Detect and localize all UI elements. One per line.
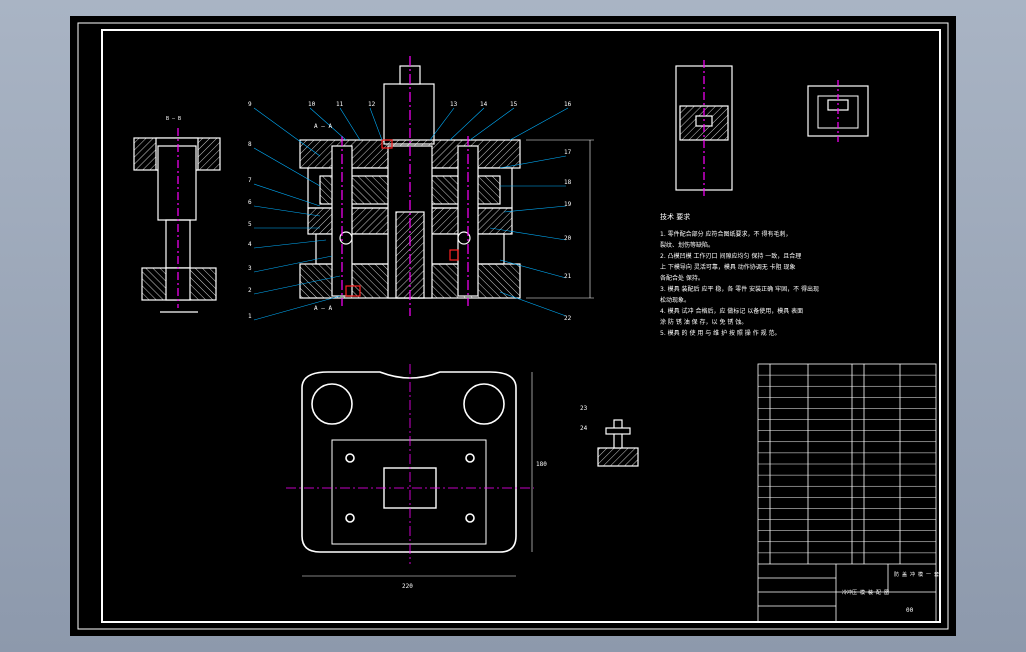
- note-line: 松动现象。: [660, 297, 691, 304]
- plan-view: [286, 364, 534, 577]
- callout-8: 8: [248, 141, 252, 148]
- technical-notes-title: 技术 要求: [660, 213, 691, 221]
- leader-lines: [253, 107, 569, 321]
- callout-21: 21: [564, 273, 572, 280]
- note-line: 上 下模导向 灵活可靠，模具 动作协调无 卡阻 现象: [660, 264, 796, 271]
- callout-10: 10: [308, 101, 316, 108]
- note-line: 3. 模具 装配后 应平 稳，各 零件 安装正确 牢固，不 得出现: [660, 286, 819, 293]
- section-label-a-bottom: A — A: [314, 305, 332, 312]
- callout-17: 17: [564, 149, 572, 156]
- title-block: [758, 563, 936, 622]
- width-dimension: 220: [402, 583, 413, 590]
- callout-9: 9: [248, 101, 252, 108]
- callout-4: 4: [248, 241, 252, 248]
- callout-2: 2: [248, 287, 252, 294]
- parts-list-rows: [758, 374, 936, 554]
- callout-14: 14: [480, 101, 488, 108]
- callout-16: 16: [564, 101, 572, 108]
- note-line: 涂 防 锈 油 保 存，以 免 锈 蚀。: [660, 319, 748, 326]
- callout-6: 6: [248, 199, 252, 206]
- note-line: 1. 零件配合部分 应符合图纸要求，不 得有毛刺，: [660, 231, 792, 238]
- callout-15: 15: [510, 101, 518, 108]
- section-label-a: A — A: [314, 123, 332, 130]
- callout-18: 18: [564, 179, 572, 186]
- callout-12: 12: [368, 101, 376, 108]
- note-line: 各配合处 保持。: [660, 275, 704, 282]
- outer-frame: [77, 22, 949, 630]
- callout-5: 5: [248, 221, 252, 228]
- callout-7: 7: [248, 177, 252, 184]
- height-dimension: 180: [536, 461, 547, 468]
- callout-11: 11: [336, 101, 344, 108]
- detail-view-small: [597, 419, 639, 467]
- side-section-view: [133, 128, 221, 313]
- note-line: 4. 模具 试冲 合格后，应 做标记 以备使用，模具 表面: [660, 308, 804, 315]
- callout-1: 1: [248, 313, 252, 320]
- callout-23: 23: [580, 405, 588, 412]
- callout-numbers: 9 8 7 6 5 4 3 2 1 10 11 12 13 14 15 16 1…: [248, 101, 588, 432]
- parts-list-table: [757, 363, 937, 623]
- detail-views-top-right: [675, 60, 869, 196]
- main-section-view: [299, 56, 594, 316]
- callout-20: 20: [564, 235, 572, 242]
- assembly-drawing: B — B: [77, 22, 949, 630]
- inner-frame: [101, 29, 941, 623]
- note-line: 2. 凸模凹模 工作刃口 间隙应均匀 保持 一致，且合理: [660, 253, 802, 260]
- title-block-code: 00: [906, 607, 914, 614]
- section-label-left: B — B: [166, 116, 181, 122]
- callout-22: 22: [564, 315, 572, 322]
- technical-notes: 技术 要求 1. 零件配合部分 应符合图纸要求，不 得有毛刺， 裂纹、划伤等缺陷…: [660, 212, 850, 339]
- callout-3: 3: [248, 265, 252, 272]
- title-block-name: 防 盖 冲 模 一 套: [894, 571, 939, 578]
- drawing-sheet: B — B: [70, 16, 956, 636]
- callout-13: 13: [450, 101, 458, 108]
- callout-24: 24: [580, 425, 588, 432]
- note-line: 裂纹、划伤等缺陷。: [660, 242, 715, 249]
- title-block-desc: 冷冲压 模 装 配 图: [842, 589, 889, 596]
- note-line: 5. 模具 的 使 用 与 维 护 按 照 操 作 规 范。: [660, 330, 781, 337]
- callout-19: 19: [564, 201, 572, 208]
